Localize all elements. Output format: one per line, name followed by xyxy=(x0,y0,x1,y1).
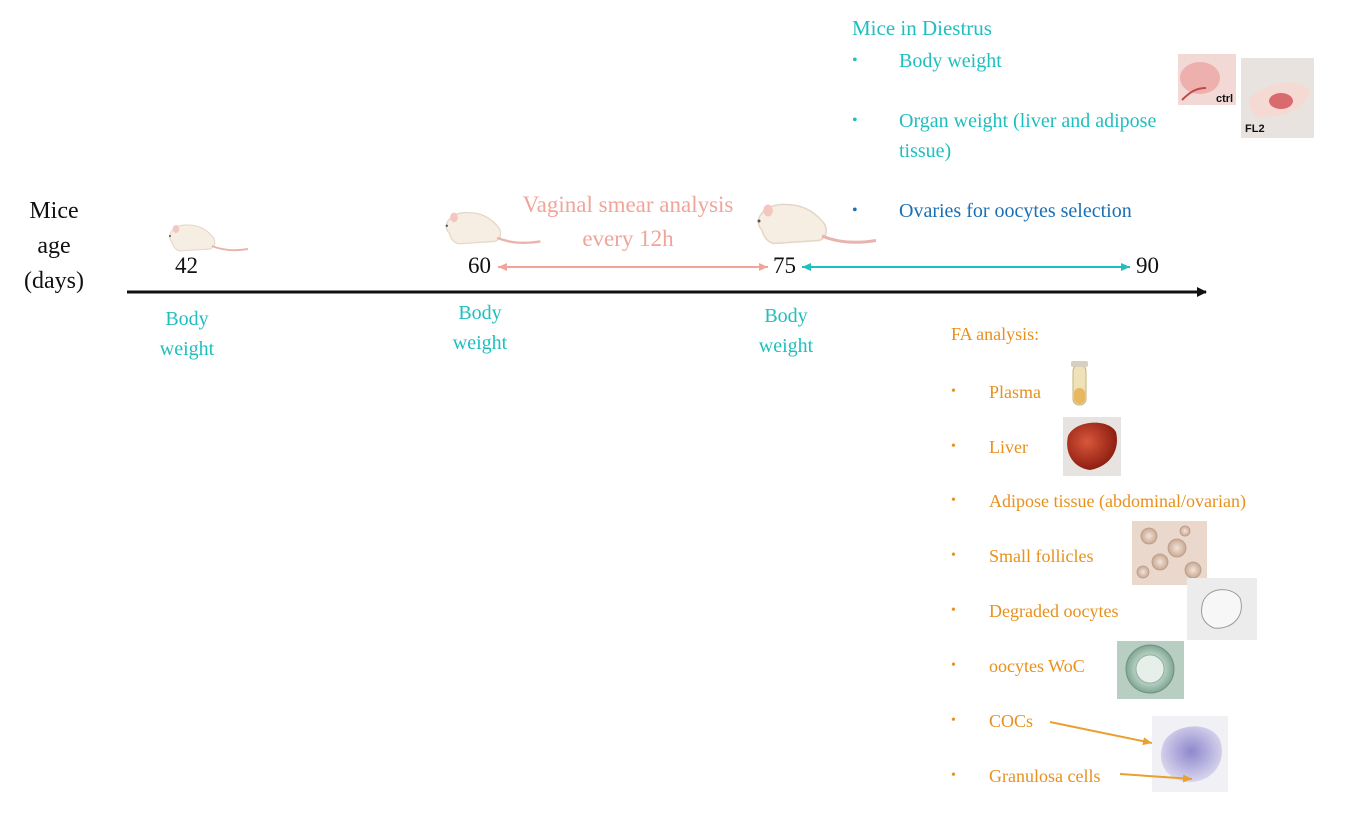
y-axis-label: Mice age (days) xyxy=(24,198,84,294)
bullet-icon: • xyxy=(951,548,956,563)
follicles-photo xyxy=(1132,521,1207,585)
blood-tube-icon xyxy=(1071,361,1088,406)
bullet-icon: • xyxy=(951,768,956,783)
diestrus-item-organ-weight: • Organ weight (liver and adipose tissue… xyxy=(852,106,1182,166)
ovary-ctrl-label: ctrl xyxy=(1216,93,1234,105)
granulosa-pointer-arrow xyxy=(1119,773,1193,783)
bullet-icon: • xyxy=(951,713,956,728)
bullet-icon: • xyxy=(951,493,956,508)
degraded-oocyte-photo xyxy=(1187,578,1257,640)
ovary-fl2-label: FL2 xyxy=(1245,123,1265,135)
bullet-icon: • xyxy=(852,52,858,69)
bullet-icon: • xyxy=(852,202,858,219)
mouse-icon xyxy=(757,203,877,245)
diestrus-item-ovaries: • Ovaries for oocytes selection xyxy=(852,196,1182,226)
age-60-label: 60 xyxy=(468,253,491,278)
coc-granulosa-photo xyxy=(1152,716,1228,792)
oocyte-woc-photo xyxy=(1117,641,1184,699)
age-75-label: 75 xyxy=(773,253,796,278)
coc-pointer-arrow xyxy=(1049,721,1153,746)
ovary-ctrl-photo xyxy=(1178,54,1236,105)
bullet-icon: • xyxy=(951,658,956,673)
bullet-icon: • xyxy=(951,603,956,618)
mouse-icon xyxy=(169,224,249,252)
ovary-fl2-photo xyxy=(1241,58,1314,138)
fa-analysis-title: FA analysis: xyxy=(951,324,1040,344)
bullet-icon: • xyxy=(951,384,956,399)
bullet-icon: • xyxy=(951,439,956,454)
vaginal-smear-label: Vaginal smear analysis every 12h xyxy=(522,192,734,251)
body-weight-label-75: Body weight xyxy=(758,305,814,357)
mouse-icon xyxy=(445,211,541,245)
age-90-label: 90 xyxy=(1136,253,1159,278)
diestrus-item-body-weight: • Body weight xyxy=(852,46,1182,76)
body-weight-label-42: Body weight xyxy=(159,308,215,360)
diestrus-title: Mice in Diestrus xyxy=(852,16,992,40)
body-weight-label-60: Body weight xyxy=(452,302,508,354)
liver-photo xyxy=(1063,417,1121,476)
age-42-label: 42 xyxy=(175,253,198,278)
bullet-icon: • xyxy=(852,112,858,129)
